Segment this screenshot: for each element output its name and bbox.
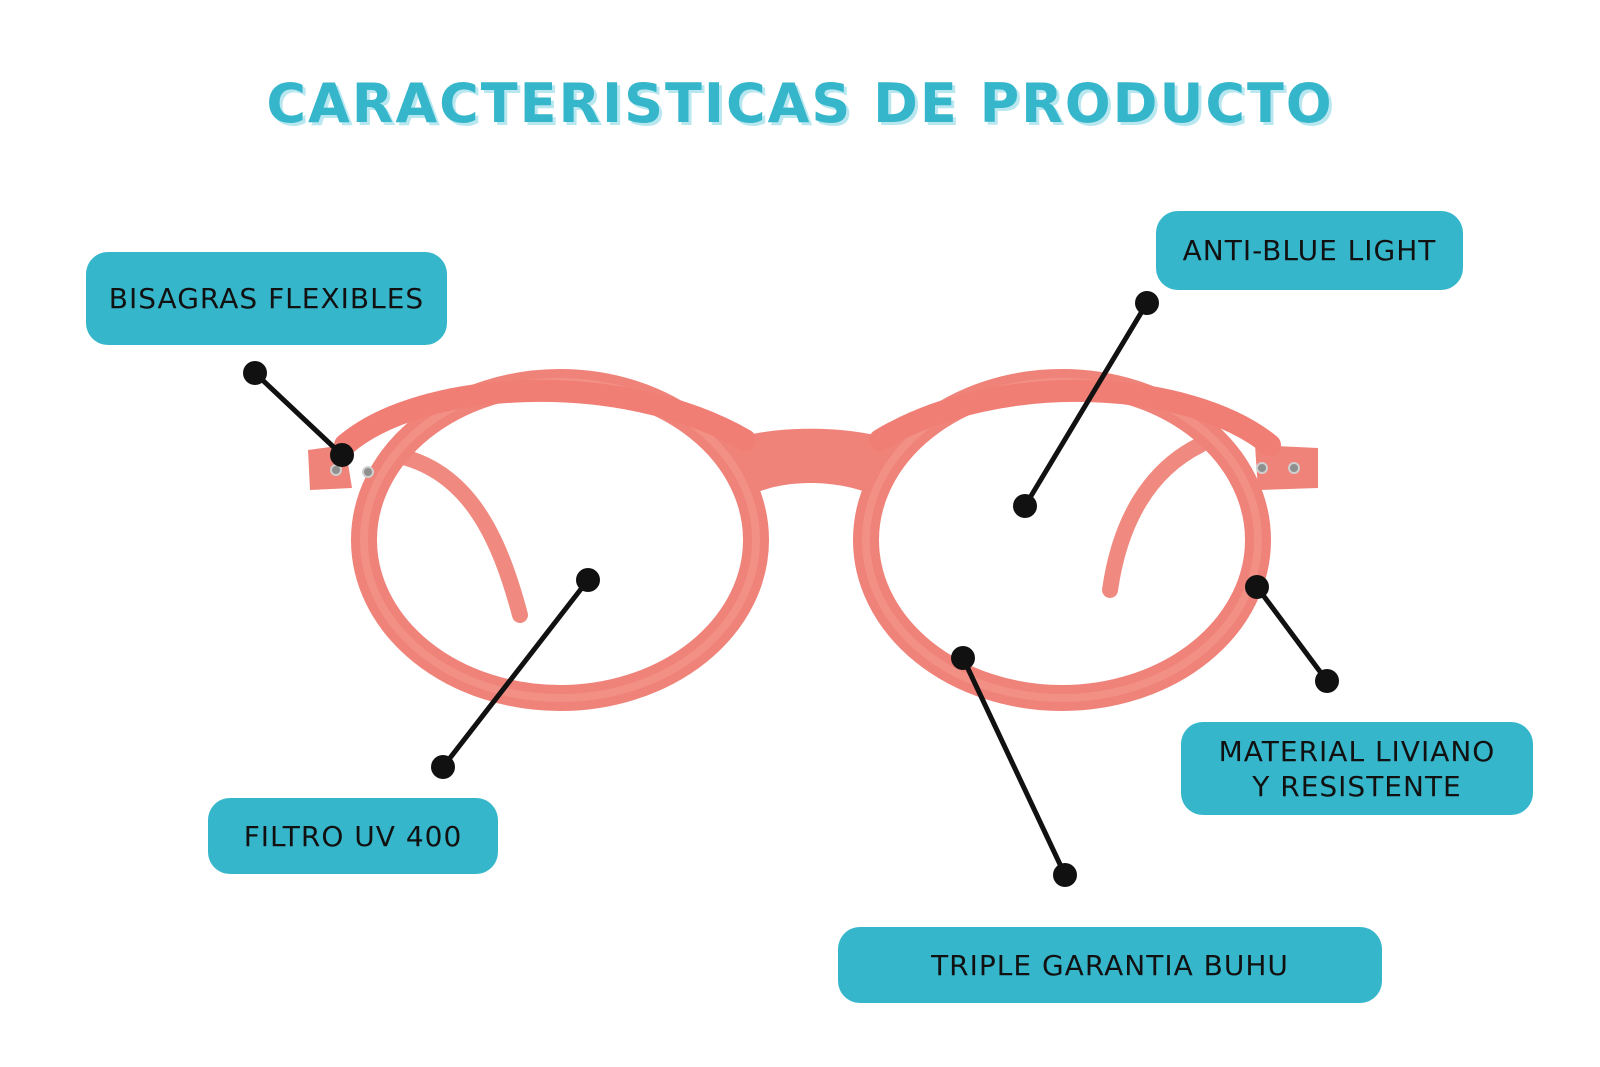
left-temple xyxy=(387,447,528,623)
left-hinge-rivets xyxy=(330,464,374,478)
page-title: CARACTERISTICAS DE PRODUCTO xyxy=(266,72,1334,135)
label-bisagras-text: BISAGRAS FLEXIBLES xyxy=(108,282,425,315)
label-bisagras-flexibles: BISAGRAS FLEXIBLES xyxy=(86,252,447,345)
pointer-garantia xyxy=(951,646,1077,887)
pointer-bisagras xyxy=(243,361,354,467)
pointer-filtro xyxy=(431,568,600,779)
pointer-anti-blue xyxy=(1013,291,1159,518)
label-anti-blue-text: ANTI-BLUE LIGHT xyxy=(1182,234,1437,267)
label-garantia-text: TRIPLE GARANTIA BUHU xyxy=(931,948,1289,982)
label-material-line1: MATERIAL LIVIANO xyxy=(1218,734,1496,768)
label-anti-blue-light: ANTI-BLUE LIGHT xyxy=(1156,211,1463,290)
label-triple-garantia: TRIPLE GARANTIA BUHU xyxy=(838,927,1382,1003)
label-filtro-uv: FILTRO UV 400 xyxy=(208,798,498,874)
glasses-frame xyxy=(308,369,1318,711)
right-temple xyxy=(1102,437,1208,598)
label-material-line2: Y RESISTENTE xyxy=(1252,769,1462,803)
label-filtro-text: FILTRO UV 400 xyxy=(243,819,463,853)
label-material-liviano: MATERIAL LIVIANO Y RESISTENTE xyxy=(1181,722,1533,815)
pointer-material xyxy=(1245,575,1339,693)
right-hinge-rivets xyxy=(1256,462,1300,474)
